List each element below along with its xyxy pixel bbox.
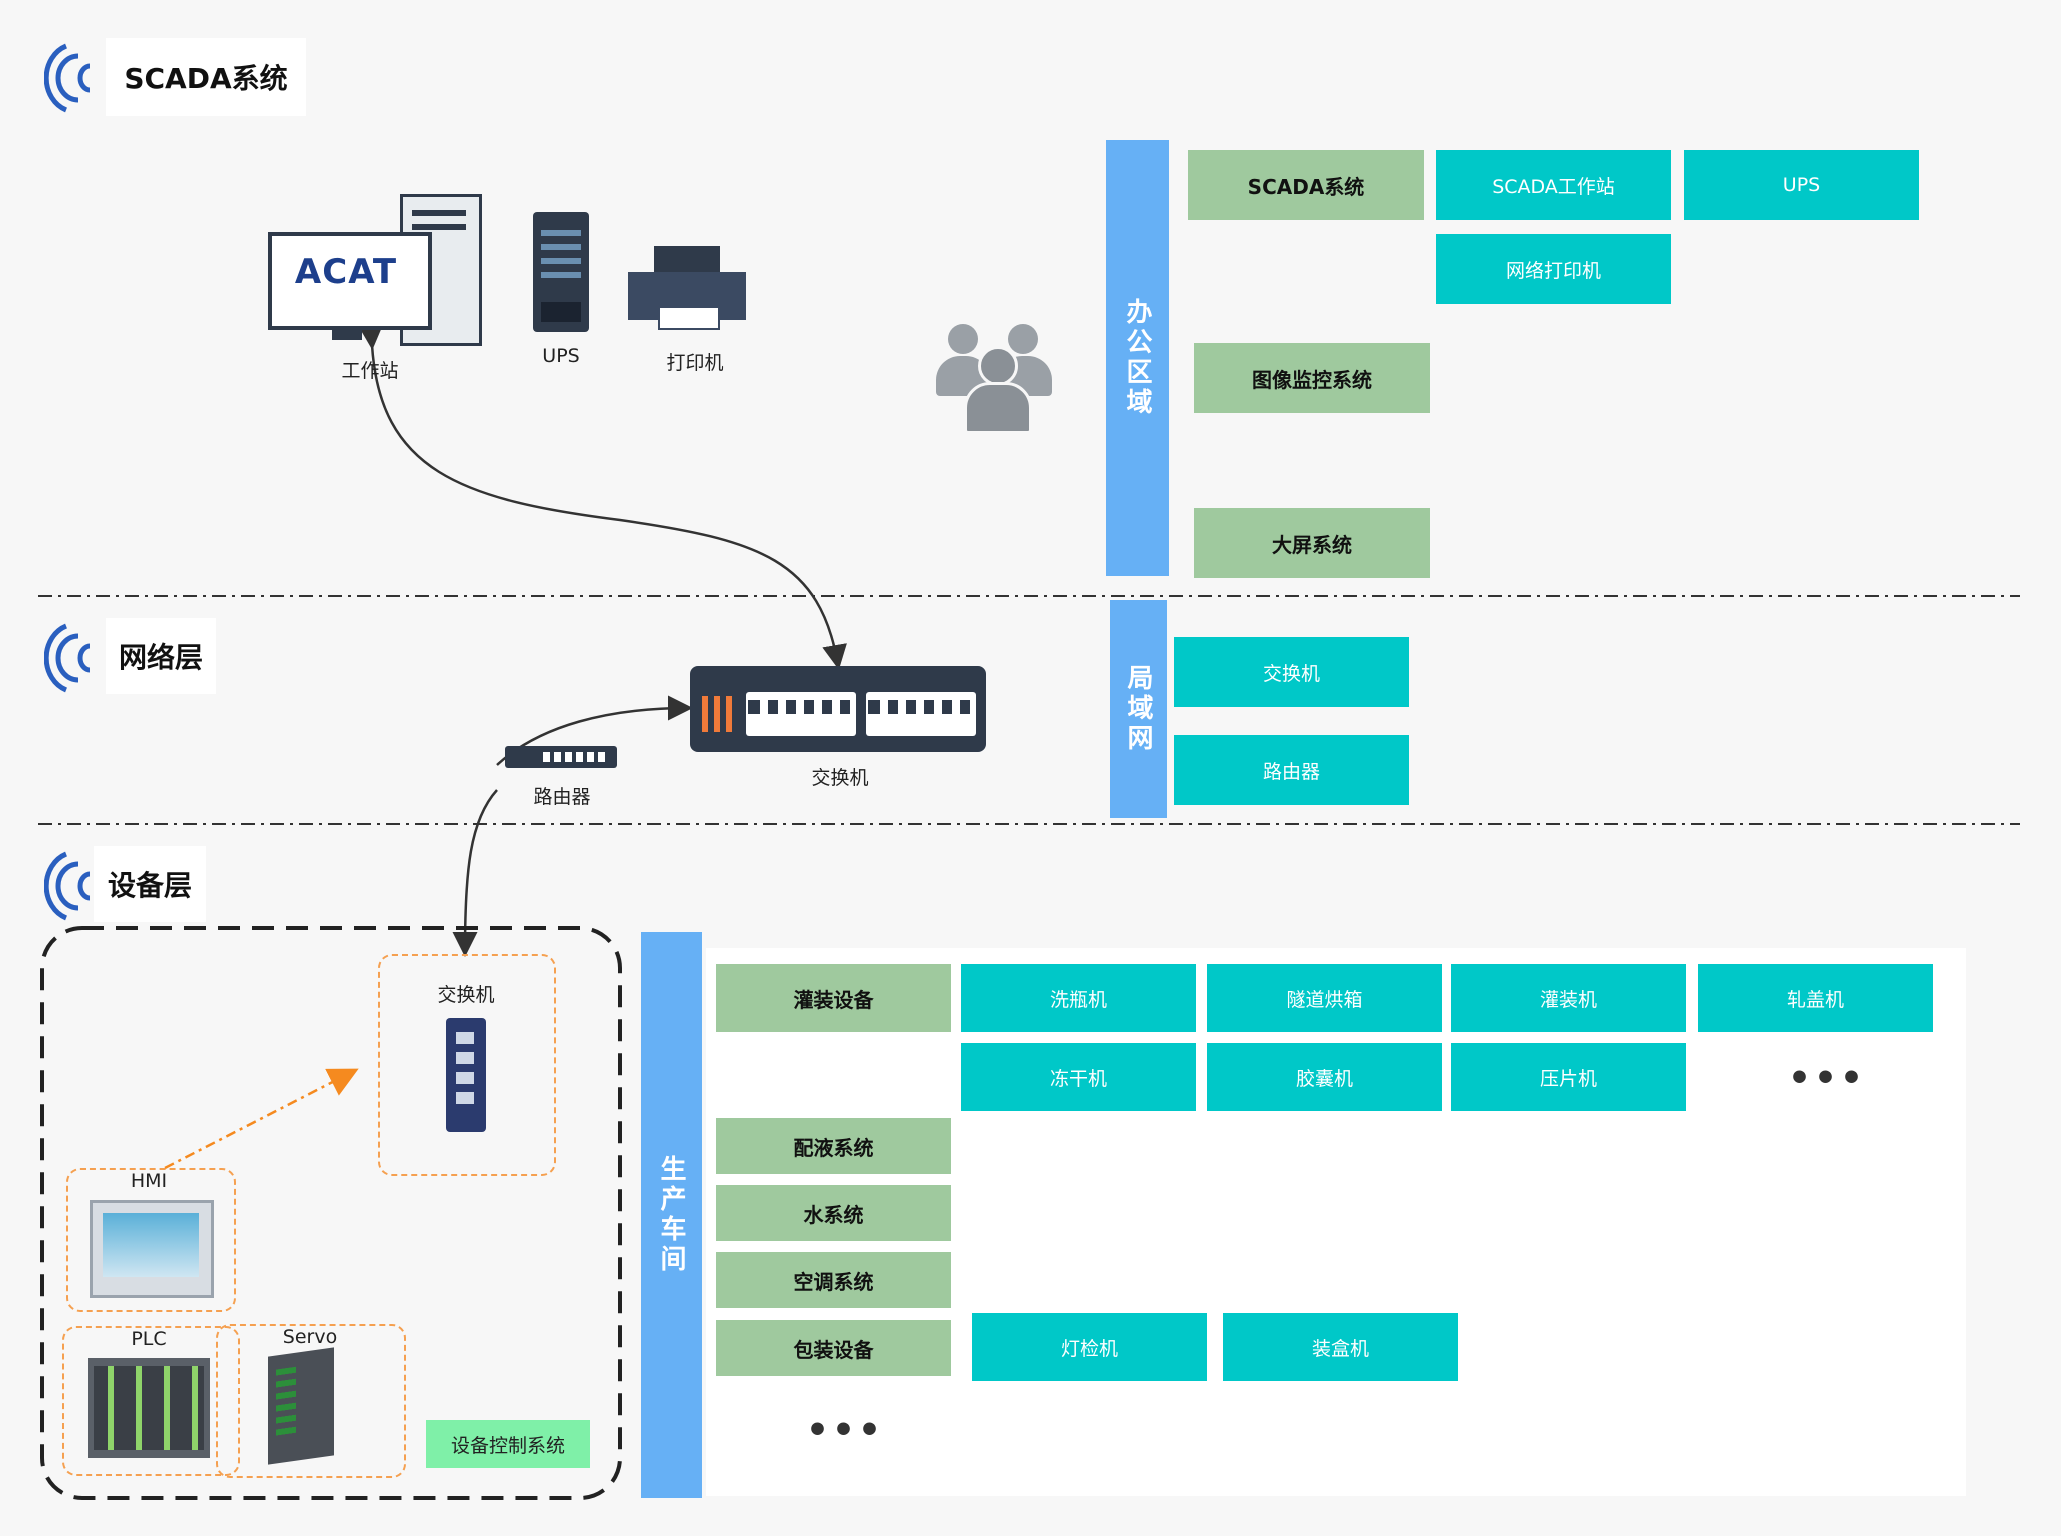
office-big-screen: 大屏系统 (1194, 508, 1430, 578)
office-network-printer: 网络打印机 (1436, 234, 1671, 304)
prod-capsule: 胶囊机 (1207, 1043, 1442, 1111)
layer-label-scada: SCADA系统 (106, 38, 306, 116)
servo-label: Servo (282, 1326, 338, 1348)
office-scada-system: SCADA系统 (1188, 150, 1424, 220)
prod-water: 水系统 (716, 1185, 951, 1241)
device-switch-box (378, 954, 556, 1176)
wireless-icon (43, 40, 94, 116)
switch-icon (690, 666, 986, 752)
switch-label: 交换机 (811, 767, 869, 789)
users-icon (936, 318, 1056, 434)
prod-hvac: 空调系统 (716, 1252, 951, 1308)
plc-label: PLC (131, 1328, 167, 1350)
prod-freeze-dryer: 冻干机 (961, 1043, 1196, 1111)
workstation-icon: ACAT (268, 190, 482, 346)
prod-dispensing: 配液系统 (716, 1118, 951, 1174)
prod-filler: 灌装机 (1451, 964, 1686, 1032)
production-bar: 生产车间 (641, 932, 702, 1498)
workstation-switch-link (358, 324, 847, 670)
router-device-link (452, 789, 498, 957)
lan-bar: 局域网 (1110, 600, 1167, 818)
router-icon (505, 746, 617, 768)
prod-bottle-washer: 洗瓶机 (961, 964, 1196, 1032)
plc-box (62, 1326, 240, 1476)
device-control-system: 设备控制系统 (426, 1420, 590, 1468)
printer-icon (628, 246, 746, 330)
wireless-icon (43, 620, 94, 696)
lan-router: 路由器 (1174, 735, 1409, 805)
hmi-box (66, 1168, 236, 1312)
hmi-icon (90, 1200, 214, 1298)
prod-light-inspection: 灯检机 (972, 1313, 1207, 1381)
layer-label-device: 设备层 (94, 846, 206, 922)
workstation-label: 工作站 (341, 360, 399, 382)
plc-icon (88, 1358, 210, 1458)
more-dots: ••• (1788, 1058, 1867, 1099)
hmi-switch-link (164, 1068, 359, 1170)
wireless-icon (43, 848, 94, 924)
servo-box (216, 1324, 406, 1478)
prod-capper: 轧盖机 (1698, 964, 1933, 1032)
prod-cartoner: 装盒机 (1223, 1313, 1458, 1381)
prod-packaging: 包装设备 (716, 1320, 951, 1376)
prod-filling: 灌装设备 (716, 964, 951, 1032)
router-label: 路由器 (533, 786, 591, 808)
ups-label: UPS (542, 345, 580, 367)
device-area-border (40, 926, 622, 1500)
device-switch-icon (446, 1018, 486, 1132)
lan-switch: 交换机 (1174, 637, 1409, 707)
device-switch-label: 交换机 (437, 984, 495, 1006)
office-scada-workstation: SCADA工作站 (1436, 150, 1671, 220)
office-area-bar: 办公区域 (1106, 140, 1169, 576)
prod-tunnel-oven: 隧道烘箱 (1207, 964, 1442, 1032)
more-dots: ••• (806, 1410, 885, 1451)
hmi-label: HMI (130, 1170, 168, 1192)
ups-icon (533, 212, 589, 332)
servo-icon (268, 1347, 334, 1465)
printer-label: 打印机 (666, 352, 724, 374)
office-video-monitoring: 图像监控系统 (1194, 343, 1430, 413)
monitor-brand: ACAT (294, 252, 398, 292)
layer-label-network: 网络层 (106, 618, 216, 694)
office-ups: UPS (1684, 150, 1919, 220)
prod-tablet-press: 压片机 (1451, 1043, 1686, 1111)
